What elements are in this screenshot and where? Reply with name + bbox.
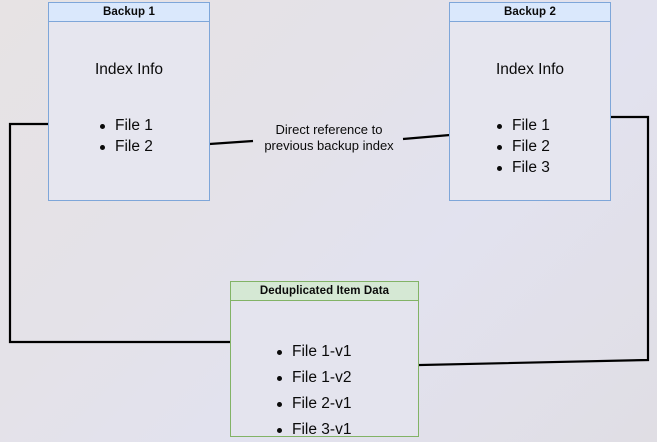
list-item: File 3-v1 (277, 417, 351, 442)
list-item: File 1-v2 (277, 365, 351, 391)
node-deduplicated-item-data-title: Deduplicated Item Data (230, 281, 419, 301)
edge-label-line-1: Direct reference to (275, 122, 383, 137)
node-backup-1[interactable]: Backup 1 Index Info File 1 File 2 (48, 2, 210, 201)
list-item: File 3 (497, 157, 550, 178)
node-backup-1-body: Index Info File 1 File 2 (48, 22, 210, 201)
node-backup-2-title: Backup 2 (449, 2, 611, 22)
node-backup-2[interactable]: Backup 2 Index Info File 1 File 2 File 3 (449, 2, 611, 201)
list-item: File 2-v1 (277, 391, 351, 417)
backup-2-file-list: File 1 File 2 File 3 (497, 115, 550, 178)
list-item: File 2 (100, 136, 153, 157)
list-item: File 1 (100, 115, 153, 136)
backup-1-index-info-label: Index Info (94, 61, 164, 78)
list-item: File 1-v1 (277, 339, 351, 365)
dedup-item-list: File 1-v1 File 1-v2 File 2-v1 File 3-v1 (277, 339, 351, 442)
node-backup-1-title: Backup 1 (48, 2, 210, 22)
edge-label-line-2: previous backup index (264, 138, 394, 153)
backup-1-file-list: File 1 File 2 (100, 115, 153, 157)
node-backup-2-body: Index Info File 1 File 2 File 3 (449, 22, 611, 201)
node-deduplicated-item-data-body: File 1-v1 File 1-v2 File 2-v1 File 3-v1 (230, 301, 419, 438)
backup-2-index-info-label: Index Info (495, 61, 565, 78)
edge-label-direct-reference: Direct reference to previous backup inde… (253, 122, 405, 154)
node-deduplicated-item-data[interactable]: Deduplicated Item Data File 1-v1 File 1-… (230, 281, 419, 438)
list-item: File 1 (497, 115, 550, 136)
list-item: File 2 (497, 136, 550, 157)
